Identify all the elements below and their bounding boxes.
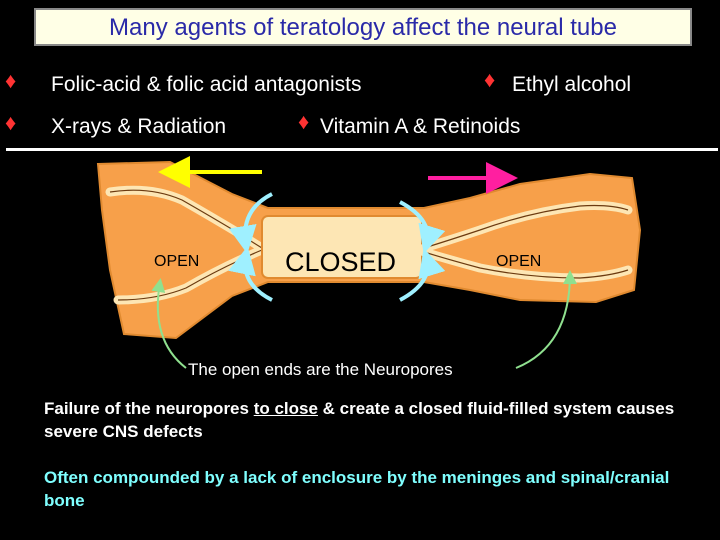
failure-paragraph: Failure of the neuropores to close & cre… xyxy=(44,397,684,443)
neural-tube-diagram xyxy=(96,156,642,369)
agent-xrays-radiation: X-rays & Radiation xyxy=(51,115,227,138)
title-box: Many agents of teratology affect the neu… xyxy=(34,8,692,46)
failure-text-before: Failure of the neuropores xyxy=(44,399,254,418)
pointer-to-left-neuropore xyxy=(151,278,187,369)
neuropore-caption: The open ends are the Neuropores xyxy=(188,360,453,380)
pointer-to-right-neuropore xyxy=(515,270,577,369)
agent-ethyl-alcohol: Ethyl alcohol xyxy=(512,73,632,96)
bullet-diamond-icon: ♦ xyxy=(484,67,496,92)
open-label-left: OPEN xyxy=(154,253,200,270)
closed-label: CLOSED xyxy=(285,247,397,277)
agent-vitamin-a: Vitamin A & Retinoids xyxy=(320,115,521,138)
failure-text-underlined: to close xyxy=(253,399,318,418)
failure-text-after: & create a closed fluid-filled system ca… xyxy=(44,399,675,441)
compounded-paragraph: Often compounded by a lack of enclosure … xyxy=(44,468,670,510)
curve-arrow-right-top xyxy=(399,200,446,254)
agent-folic-acid: Folic-acid & folic acid antagonists xyxy=(51,73,362,96)
slide-title: Many agents of teratology affect the neu… xyxy=(109,14,617,41)
curve-arrow-left-bottom xyxy=(228,246,273,302)
bullet-diamond-icon: ♦ xyxy=(5,68,17,93)
curve-arrow-left-top xyxy=(228,192,273,254)
open-label-right: OPEN xyxy=(496,253,542,270)
bullet-diamond-icon: ♦ xyxy=(5,110,17,135)
divider-line xyxy=(6,148,718,151)
curve-arrow-right-bottom xyxy=(399,248,446,302)
bullet-diamond-icon: ♦ xyxy=(298,109,310,134)
